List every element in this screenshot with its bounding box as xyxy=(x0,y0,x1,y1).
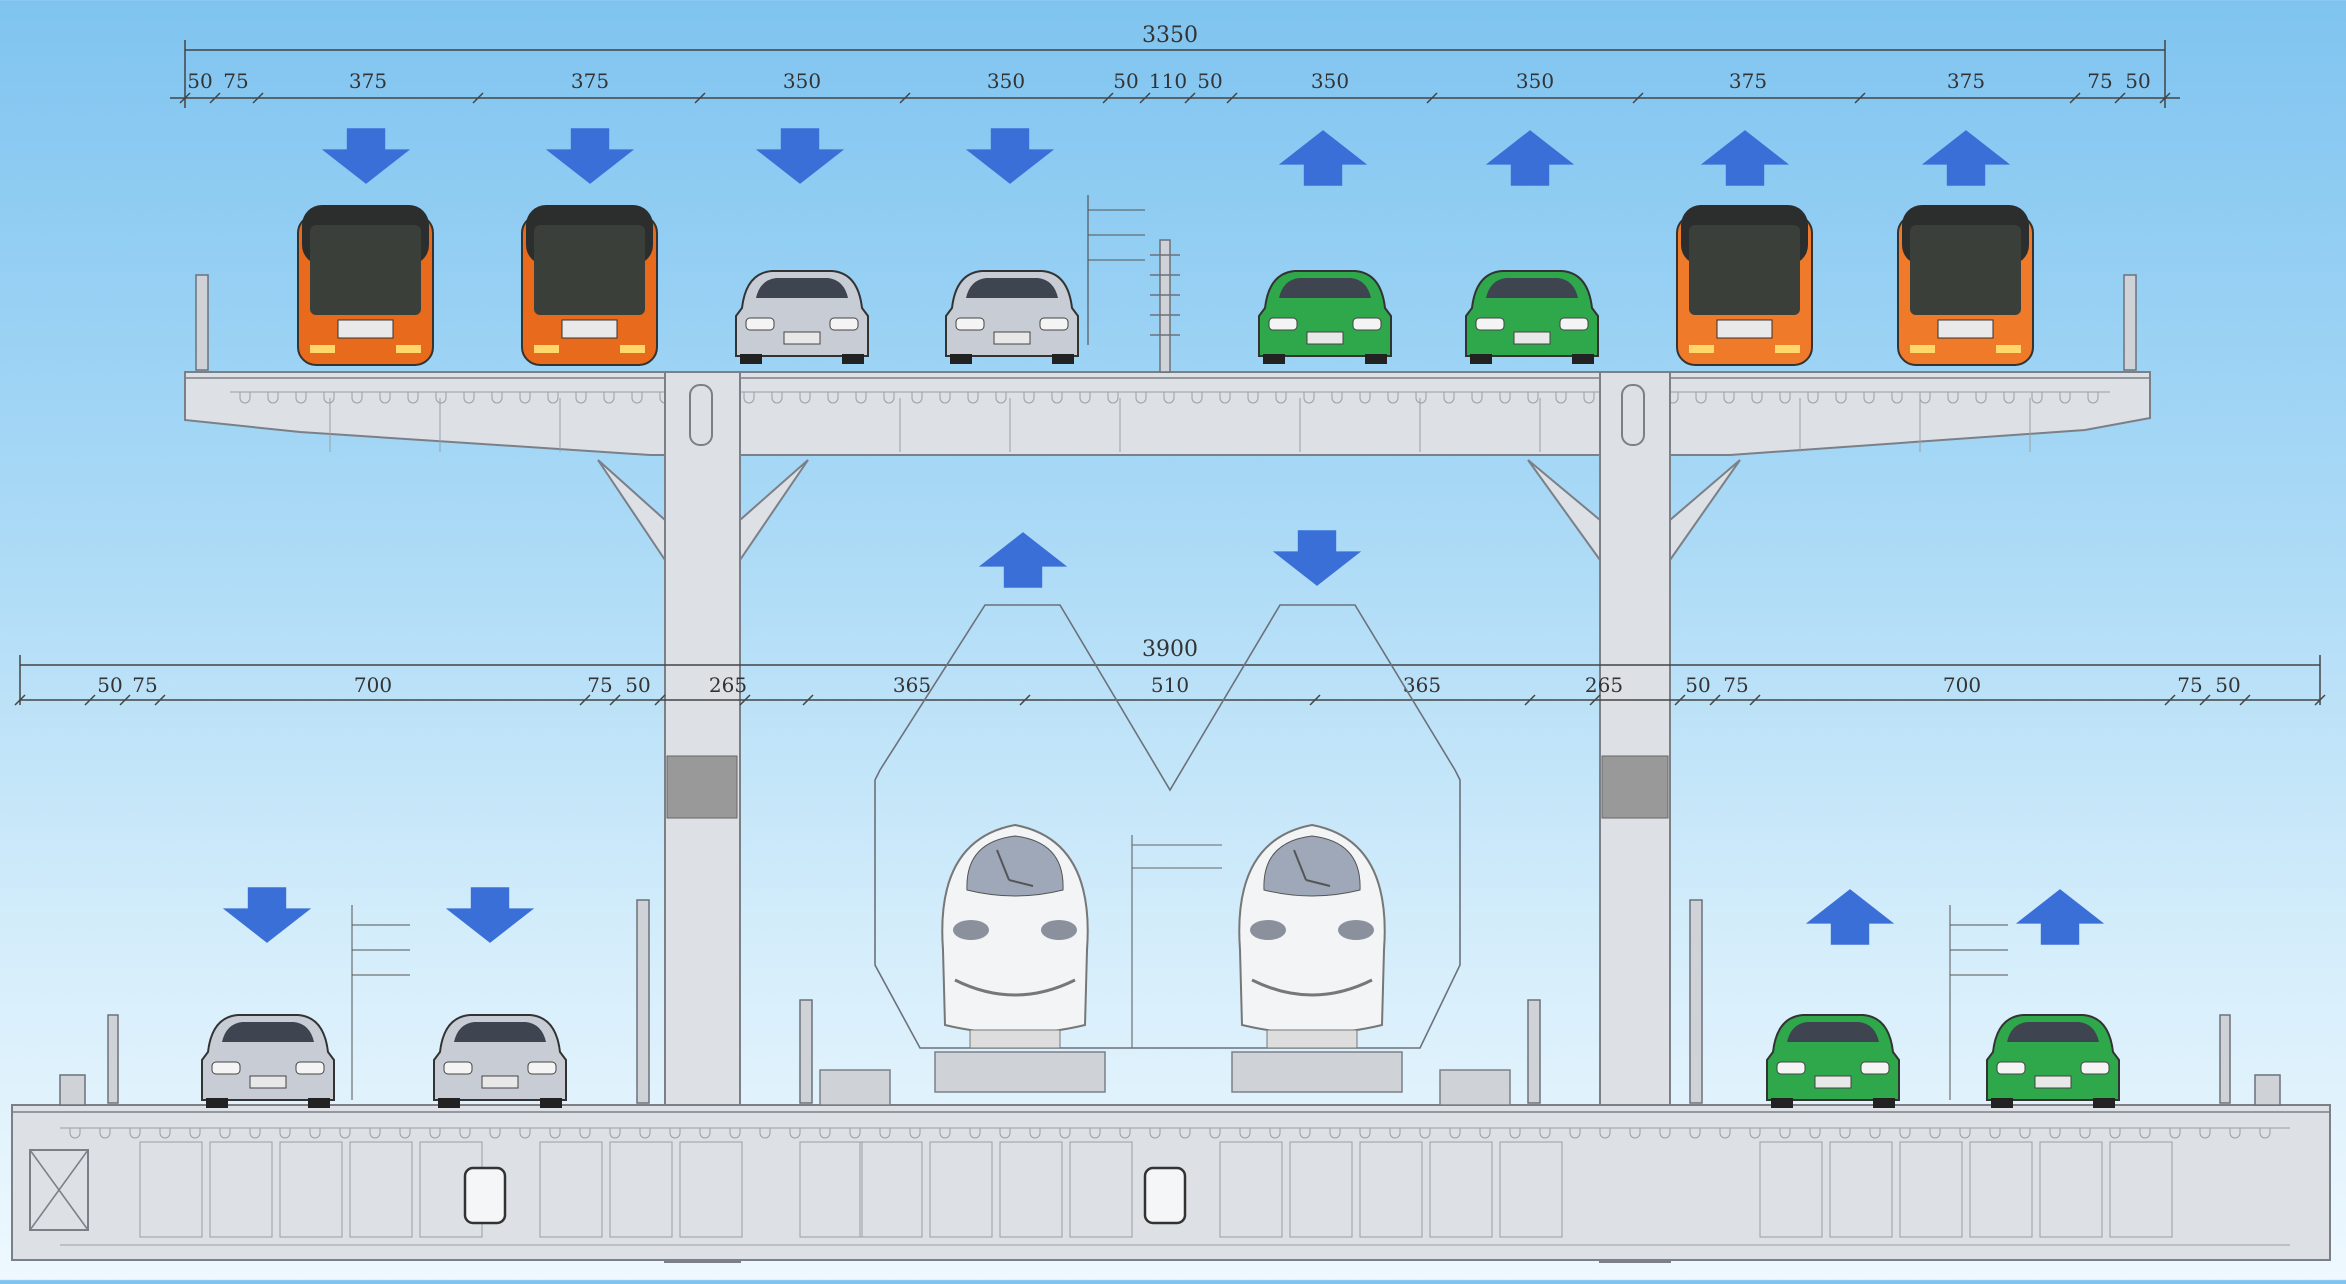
upper-sign-panel xyxy=(1087,195,1145,345)
upper-deck-girder xyxy=(184,371,2151,456)
lower-dim-13: 700 xyxy=(1943,673,1981,697)
upper-dim-6: 350 xyxy=(987,69,1025,93)
upper-dimension-ticks xyxy=(179,92,2171,104)
upper-lane-5-car xyxy=(1258,270,1392,364)
lower-lane-5-arrow-up-icon xyxy=(1805,889,1895,945)
upper-dim-11: 350 xyxy=(1516,69,1554,93)
lower-dim-4: 75 xyxy=(587,673,612,697)
upper-dimension-chain xyxy=(170,40,2180,108)
lower-dimension-ticks xyxy=(14,694,2326,706)
lower-dim-1: 50 xyxy=(97,673,122,697)
lower-lane-1-arrow-down-icon xyxy=(222,887,312,943)
lower-dim-12: 75 xyxy=(1723,673,1748,697)
lower-dim-2: 75 xyxy=(132,673,157,697)
upper-total-dimension: 3350 xyxy=(1142,23,1198,48)
rail-2-arrow-down-icon xyxy=(1272,530,1362,586)
upper-dim-10: 350 xyxy=(1311,69,1349,93)
vehicles xyxy=(201,205,2120,1108)
lower-dim-6: 265 xyxy=(709,673,747,697)
lower-dim-10: 265 xyxy=(1585,673,1623,697)
upper-dim-4: 375 xyxy=(571,69,609,93)
upper-dim-8: 110 xyxy=(1149,69,1187,93)
upper-dim-14: 75 xyxy=(2087,69,2112,93)
lower-lane-6-car xyxy=(1986,1014,2120,1108)
lower-dimension-chain xyxy=(19,655,2321,705)
upper-lane-7-bus xyxy=(1676,205,1813,366)
upper-lane-1-arrow-down-icon xyxy=(321,128,411,184)
lower-dim-15: 50 xyxy=(2215,673,2240,697)
upper-lane-8-arrow-up-icon xyxy=(1921,130,2011,186)
upper-lane-7-arrow-up-icon xyxy=(1700,130,1790,186)
upper-dim-9: 50 xyxy=(1197,69,1222,93)
lower-dim-5: 50 xyxy=(625,673,650,697)
lower-lane-1-car xyxy=(201,1014,335,1108)
rail-1-arrow-up-icon xyxy=(978,532,1068,588)
upper-guardrails xyxy=(195,239,2137,373)
lower-dim-3: 700 xyxy=(354,673,392,697)
upper-dim-13: 375 xyxy=(1947,69,1985,93)
upper-dim-3: 375 xyxy=(349,69,387,93)
upper-dim-5: 350 xyxy=(783,69,821,93)
upper-lane-6-arrow-up-icon xyxy=(1485,130,1575,186)
lower-dim-11: 50 xyxy=(1685,673,1710,697)
upper-dim-7: 50 xyxy=(1113,69,1138,93)
upper-lane-8-bus xyxy=(1897,205,2034,366)
lower-sign-panels xyxy=(351,905,2008,1100)
lower-total-dimension: 3900 xyxy=(1142,637,1198,662)
lower-dim-14: 75 xyxy=(2177,673,2202,697)
lower-guardrails xyxy=(59,899,2281,1106)
upper-lane-4-car xyxy=(945,270,1079,364)
upper-lane-1-bus xyxy=(297,205,434,366)
lower-deck-girder xyxy=(11,1104,2331,1261)
lower-lane-2-arrow-down-icon xyxy=(445,887,535,943)
upper-dim-15: 50 xyxy=(2125,69,2150,93)
lower-lane-3-train xyxy=(941,823,1089,1049)
rail-track-beds xyxy=(819,1051,1511,1106)
upper-lane-5-arrow-up-icon xyxy=(1278,130,1368,186)
rail-note-box xyxy=(1132,844,1222,869)
upper-lane-3-arrow-down-icon xyxy=(755,128,845,184)
upper-dim-2: 75 xyxy=(223,69,248,93)
upper-lane-3-car xyxy=(735,270,869,364)
lower-lane-4-train xyxy=(1238,823,1386,1049)
upper-lane-2-arrow-down-icon xyxy=(545,128,635,184)
lower-lane-5-car xyxy=(1766,1014,1900,1108)
lower-lane-6-arrow-up-icon xyxy=(2015,889,2105,945)
lower-dim-7: 365 xyxy=(893,673,931,697)
upper-lane-2-bus xyxy=(521,205,658,366)
upper-lane-4-arrow-down-icon xyxy=(965,128,1055,184)
lower-lane-2-car xyxy=(433,1014,567,1108)
upper-dim-1: 50 xyxy=(187,69,212,93)
upper-dim-12: 375 xyxy=(1729,69,1767,93)
lower-dim-8: 510 xyxy=(1151,673,1189,697)
upper-lane-6-car xyxy=(1465,270,1599,364)
lower-dim-9: 365 xyxy=(1403,673,1441,697)
